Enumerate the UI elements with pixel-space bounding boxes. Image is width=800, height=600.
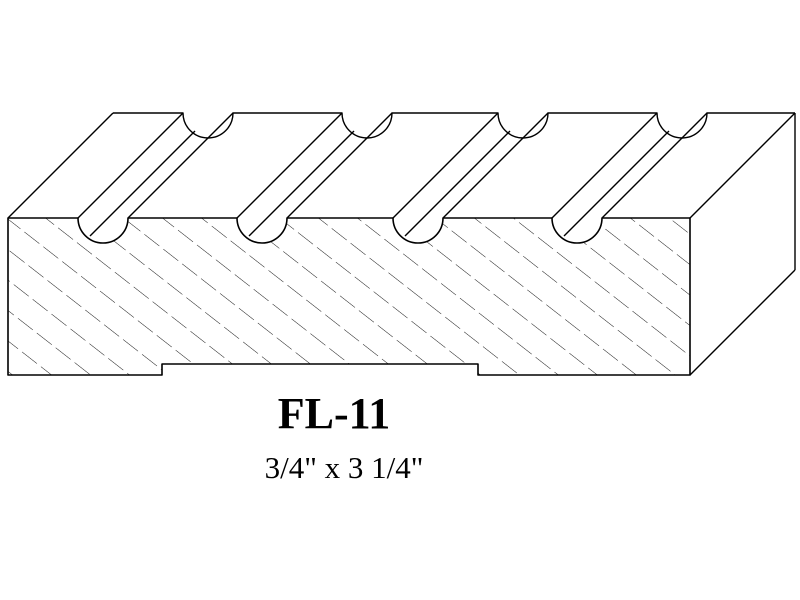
flute-1-edge-left bbox=[77, 112, 184, 219]
flute-4-valley-left bbox=[563, 130, 670, 237]
top-face bbox=[7, 112, 796, 376]
flute-1-edge-right bbox=[127, 112, 234, 219]
flute-2-valley-left bbox=[248, 130, 355, 237]
flute-4-edge-right bbox=[601, 112, 708, 219]
flute-3-valley-left bbox=[404, 130, 511, 237]
cross-section bbox=[7, 217, 691, 376]
flute-1-valley-left bbox=[89, 130, 196, 237]
part-dimensions-label: 3/4" x 3 1/4" bbox=[264, 450, 424, 485]
top-face-right-edge bbox=[689, 112, 796, 219]
flute-3-edge-right bbox=[442, 112, 549, 219]
flute-3-edge-left bbox=[392, 112, 499, 219]
cross-section-hatching bbox=[8, 218, 690, 375]
back-bottom-right-edge bbox=[689, 269, 796, 376]
cross-section-outline bbox=[7, 217, 691, 376]
flute-2-edge-right bbox=[286, 112, 393, 219]
part-number-title: FL-11 bbox=[277, 389, 391, 438]
top-face-left-edge bbox=[7, 112, 114, 219]
flute-2-edge-left bbox=[236, 112, 343, 219]
top-face-back-outline bbox=[113, 112, 795, 139]
flute-4-edge-left bbox=[551, 112, 658, 219]
